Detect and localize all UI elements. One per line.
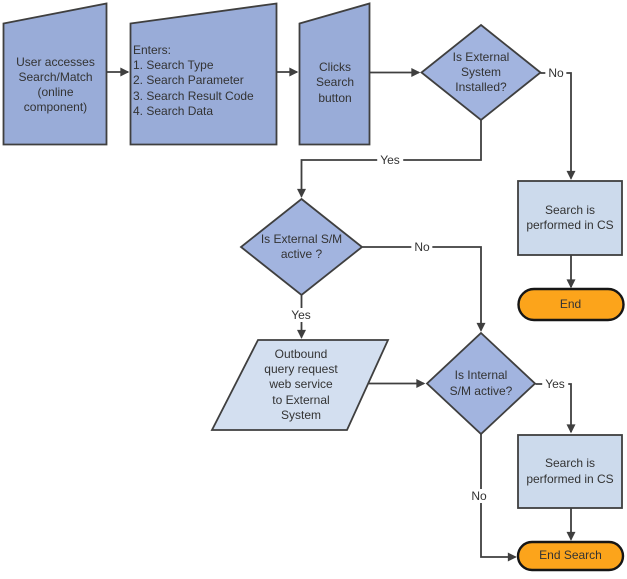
edge-label-no-internal-sm: No (468, 489, 490, 503)
node-search-in-cs-1 (517, 180, 623, 256)
edge-label-yes-external-installed: Yes (377, 153, 403, 167)
node-end-search (516, 540, 625, 572)
node-is-external-sm-active (239, 197, 364, 297)
node-user-access (2, 2, 108, 146)
node-end-1 (517, 287, 625, 322)
edge-no-internal-sm (480, 434, 517, 562)
node-enters (129, 2, 278, 146)
edge-label-no-external-sm: No (411, 240, 433, 254)
edge-label-yes-external-sm: Yes (288, 308, 314, 322)
edge-label-no-external-installed: No (545, 66, 567, 80)
node-is-internal-sm-active (425, 331, 537, 436)
node-is-external-installed (420, 23, 542, 122)
node-clicks-search (298, 2, 371, 146)
edge-no-external-sm (362, 246, 486, 332)
edge-no-external-installed (540, 72, 576, 180)
node-outbound-query (210, 339, 390, 431)
node-search-in-cs-2 (517, 434, 623, 509)
edge-label-yes-internal-sm: Yes (542, 377, 568, 391)
edge-yes-internal-sm (535, 383, 576, 434)
